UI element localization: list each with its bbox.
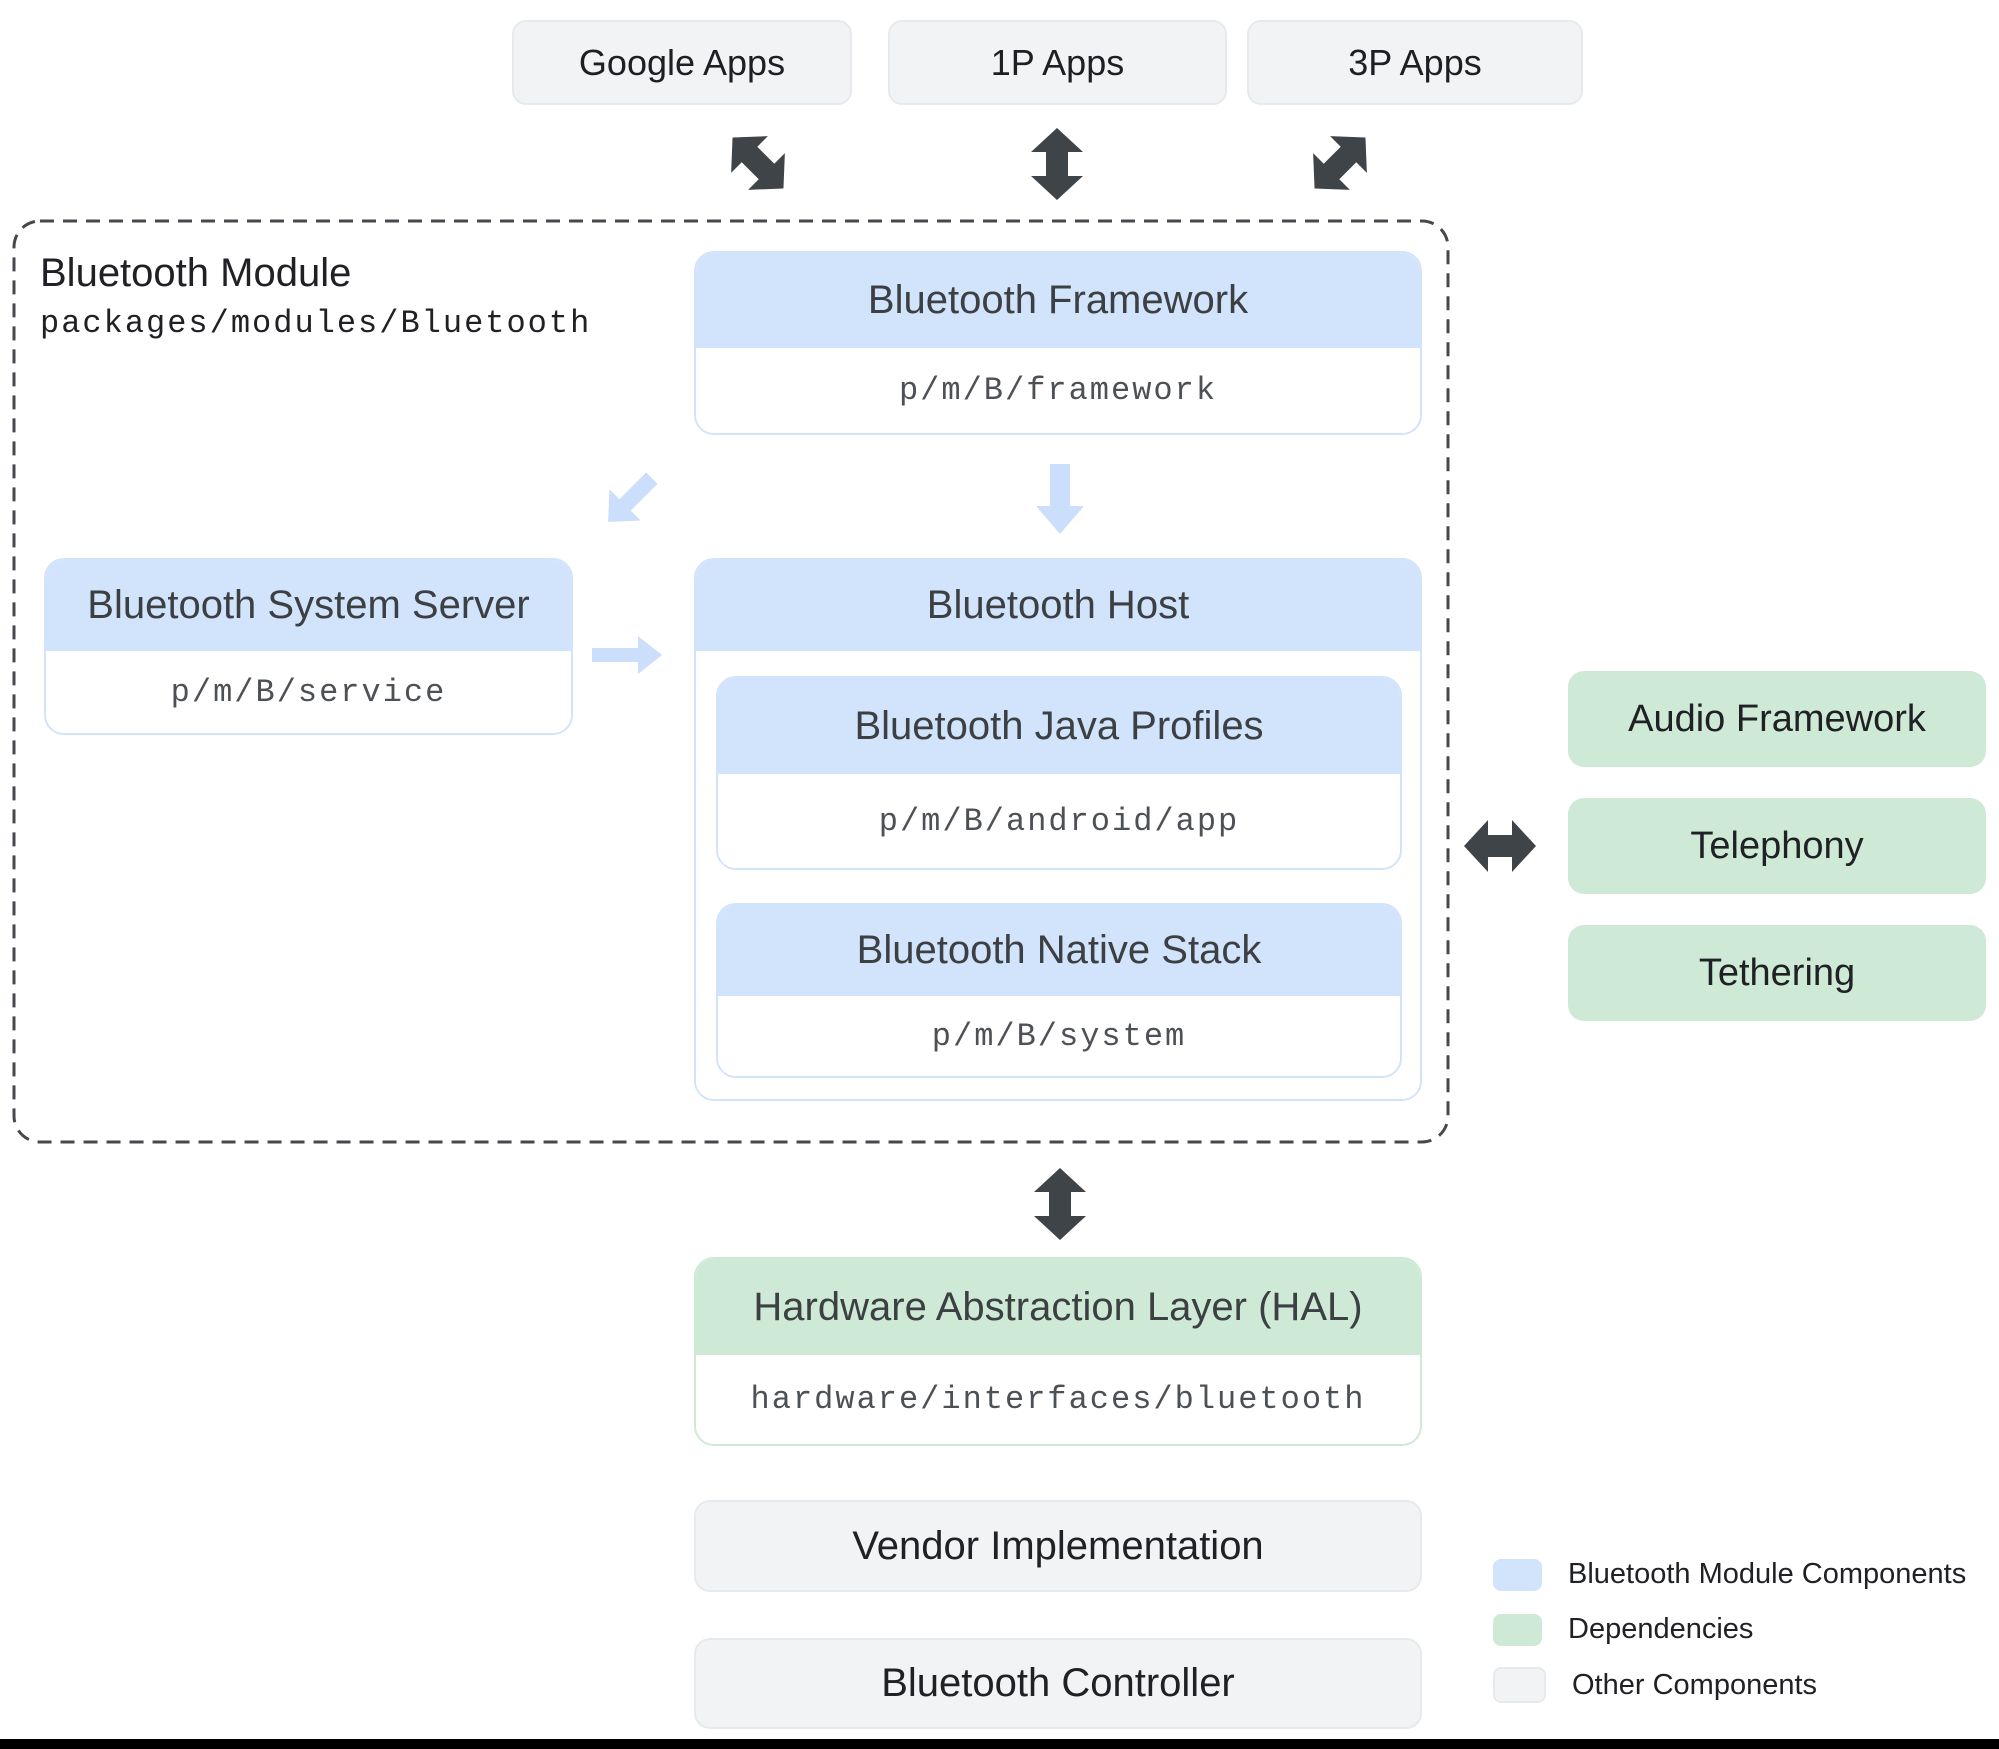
hal-path: hardware/interfaces/bluetooth: [696, 1355, 1420, 1444]
vendor-implementation-label: Vendor Implementation: [852, 1523, 1264, 1568]
telephony-box: Telephony: [1568, 798, 1986, 894]
module-dependencies-bidirectional-arrow-icon: [1464, 820, 1536, 872]
3p-apps-label: 3P Apps: [1348, 41, 1482, 83]
bluetooth-controller-box: Bluetooth Controller: [694, 1638, 1422, 1729]
module-path: packages/modules/Bluetooth: [40, 305, 592, 342]
hal-box: Hardware Abstraction Layer (HAL) hardwar…: [694, 1257, 1422, 1446]
bluetooth-java-profiles-path: p/m/B/android/app: [718, 774, 1400, 868]
bluetooth-native-stack-title: Bluetooth Native Stack: [718, 905, 1400, 996]
1p-apps-module-bidirectional-arrow-icon: [1031, 128, 1083, 200]
bluetooth-native-stack-box: Bluetooth Native Stack p/m/B/system: [716, 903, 1402, 1078]
legend-item-module-components: Bluetooth Module Components: [1493, 1558, 1966, 1591]
other-components-legend-label: Other Components: [1572, 1668, 1818, 1701]
bluetooth-framework-title: Bluetooth Framework: [696, 253, 1420, 348]
module-hal-bidirectional-arrow-icon: [1034, 1168, 1086, 1240]
module-title: Bluetooth Module: [40, 251, 352, 295]
audio-framework-label: Audio Framework: [1628, 697, 1926, 740]
tethering-label: Tethering: [1698, 951, 1856, 994]
module-components-legend-label: Bluetooth Module Components: [1568, 1558, 1967, 1590]
bluetooth-system-server-box: Bluetooth System Server p/m/B/service: [44, 558, 573, 735]
3p-apps-module-bidirectional-arrow-icon: [1313, 136, 1367, 190]
legend-item-dependencies: Dependencies: [1493, 1613, 1753, 1646]
legend-item-other-components: Other Components: [1493, 1667, 1817, 1703]
module-components-swatch: [1493, 1558, 1542, 1591]
bluetooth-java-profiles-title: Bluetooth Java Profiles: [718, 678, 1400, 774]
framework-to-system-server-arrow-icon: [608, 472, 658, 522]
google-apps-label: Google Apps: [578, 41, 786, 83]
3p-apps-box: 3P Apps: [1247, 20, 1583, 105]
other-components-swatch: [1493, 1667, 1546, 1703]
bluetooth-framework-box: Bluetooth Framework p/m/B/framework: [694, 251, 1422, 435]
system-server-to-host-arrow-icon: [592, 636, 662, 674]
1p-apps-box: 1P Apps: [888, 20, 1227, 105]
bluetooth-framework-path: p/m/B/framework: [696, 348, 1420, 433]
vendor-implementation-box: Vendor Implementation: [694, 1500, 1422, 1592]
google-apps-module-bidirectional-arrow-icon: [731, 136, 785, 190]
module-title-block: Bluetooth Module packages/modules/Blueto…: [40, 250, 591, 344]
hal-title: Hardware Abstraction Layer (HAL): [696, 1259, 1420, 1355]
bluetooth-controller-label: Bluetooth Controller: [881, 1661, 1235, 1705]
bottom-black-bar: [0, 1739, 1999, 1749]
bluetooth-java-profiles-box: Bluetooth Java Profiles p/m/B/android/ap…: [716, 676, 1402, 870]
framework-to-host-arrow-icon: [1036, 464, 1084, 534]
dependencies-legend-label: Dependencies: [1568, 1613, 1754, 1645]
1p-apps-label: 1P Apps: [990, 41, 1125, 83]
audio-framework-box: Audio Framework: [1568, 671, 1986, 767]
tethering-box: Tethering: [1568, 925, 1986, 1021]
google-apps-box: Google Apps: [512, 20, 852, 105]
dependencies-swatch: [1493, 1613, 1542, 1646]
bluetooth-system-server-title: Bluetooth System Server: [46, 560, 571, 651]
telephony-label: Telephony: [1690, 824, 1864, 867]
bluetooth-module-dashed-boundary: [12, 219, 1450, 1144]
bluetooth-native-stack-path: p/m/B/system: [718, 996, 1400, 1076]
bluetooth-host-title: Bluetooth Host: [696, 560, 1420, 651]
bluetooth-system-server-path: p/m/B/service: [46, 651, 571, 733]
